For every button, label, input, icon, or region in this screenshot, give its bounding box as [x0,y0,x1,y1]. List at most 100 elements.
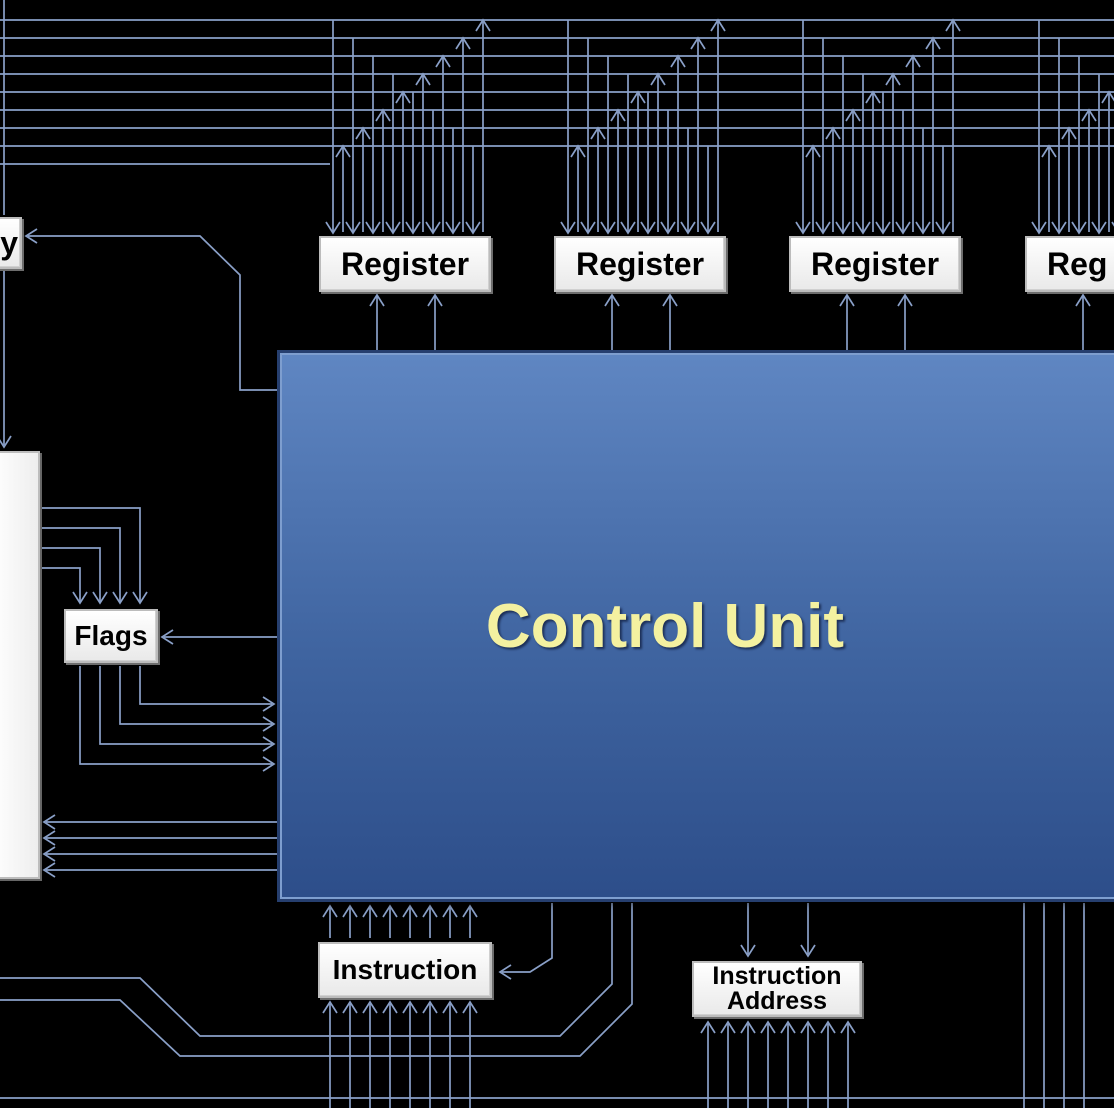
arrowhead [640,221,656,235]
arrowhead [475,18,491,32]
arrowhead [427,293,443,307]
instruction-address-label-line1: Instruction [712,962,842,990]
arrowhead [92,591,108,605]
arrowhead [897,293,913,307]
arrowhead [342,904,358,918]
arrowhead [402,904,418,918]
arrowhead [24,228,38,244]
arrowhead [1071,221,1087,235]
arrowhead [415,72,431,86]
arrowhead [42,862,56,878]
arrowhead [720,1020,736,1034]
arrowhead [855,221,871,235]
arrowhead [570,144,586,158]
register-box-1: Register [319,236,491,292]
arrowhead [604,293,620,307]
arrowhead [1075,293,1091,307]
arrowhead [895,221,911,235]
arrowhead [580,221,596,235]
arrowhead [498,964,512,980]
instruction-label: Instruction [332,954,478,985]
arrowhead [385,221,401,235]
control-unit-block: Control Unit [280,353,1114,899]
arrowhead [322,1000,338,1014]
register-box-2: Register [554,236,726,292]
arrowhead [825,126,841,140]
arrowhead [885,72,901,86]
arrowhead [840,1020,856,1034]
arrowhead [369,293,385,307]
arrowhead [112,591,128,605]
arrowhead [700,1020,716,1034]
arrowhead [925,36,941,50]
arrowhead [710,18,726,32]
arrowhead [905,54,921,68]
arrowhead [845,108,861,122]
instruction-address-label-line2: Address [726,987,828,1015]
arrowhead [670,54,686,68]
arrowhead [590,126,606,140]
arrowhead [680,221,696,235]
arrowhead [402,1000,418,1014]
alu-to-flags-wire [42,567,81,602]
alu-block [0,451,40,879]
arrowhead [835,221,851,235]
arrowhead [455,36,471,50]
arrowhead [650,72,666,86]
arrowhead [610,108,626,122]
arrowhead [0,435,12,449]
arrowhead [442,904,458,918]
arrowhead [262,756,276,772]
arrowhead [815,221,831,235]
arrowhead [342,1000,358,1014]
arrowhead [795,221,811,235]
arrowhead [422,904,438,918]
flags-to-cu-wire [79,666,272,765]
instruction-control-wire [502,903,553,973]
arrowhead [760,1020,776,1034]
memory-box: y [0,217,22,269]
arrowhead [935,221,951,235]
arrowhead [800,1020,816,1034]
arrowhead [382,904,398,918]
arrowhead [445,221,461,235]
arrowhead [335,144,351,158]
arrowhead [395,90,411,104]
arrowhead [1041,144,1057,158]
instruction-address-box: Instruction Address [692,961,862,1017]
arrowhead [160,629,174,645]
arrowhead [875,221,891,235]
register-label-3: Register [810,245,940,282]
arrowhead [740,1020,756,1034]
arrowhead [435,54,451,68]
arrowhead [42,814,56,830]
arrowhead [405,221,421,235]
arrowhead [1031,221,1047,235]
arrowhead [915,221,931,235]
arrowhead [42,846,56,862]
arrowhead [865,90,881,104]
arrowhead [1051,221,1067,235]
arrowhead [465,221,481,235]
arrowhead [375,108,391,122]
arrowhead [365,221,381,235]
lower-bus-wire [0,903,633,1057]
arrowhead [690,36,706,50]
arrowhead [1091,221,1107,235]
arrowhead [425,221,441,235]
arrowhead [662,293,678,307]
arrowhead [800,944,816,958]
register-label-2: Register [575,245,705,282]
control-unit-label: Control Unit [485,591,845,661]
arrowhead [422,1000,438,1014]
arrowhead [442,1000,458,1014]
register-label-4: Reg [1047,245,1108,282]
arrowhead [72,591,88,605]
register-box-3: Register [789,236,961,292]
arrowhead [740,944,756,958]
arrowhead [262,736,276,752]
instruction-box: Instruction [318,942,492,998]
alu-to-flags-wire [42,527,121,602]
arrowhead [945,18,961,32]
